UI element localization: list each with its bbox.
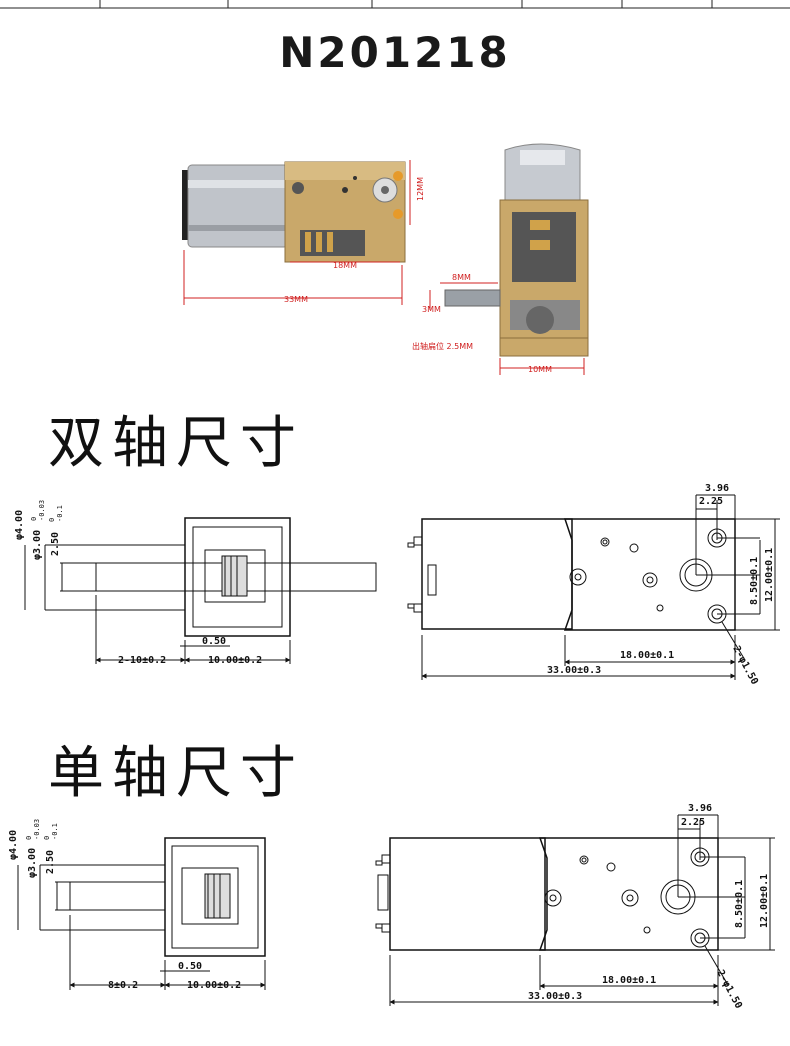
single-dim-a: 3.96 <box>688 803 712 814</box>
single-front-view <box>375 814 775 1006</box>
double-side-d2-tol-lower: -0.03 <box>38 500 46 521</box>
single-holes: 2-φ1.50 <box>714 968 744 1010</box>
single-dim-e: 18.00±0.1 <box>602 975 656 986</box>
product-title: N201218 <box>279 28 511 77</box>
single-side-view <box>17 837 266 990</box>
product-photos: 12MM 18MM 33MM 8MM 3MM 出轴扁位 2.5MM 10MM <box>182 143 589 375</box>
single-side-d2-tol-upper: 0 <box>25 836 33 840</box>
single-side-d1: φ4.00 <box>8 830 19 860</box>
gear-height-label: 12MM <box>416 177 425 201</box>
shaft-dia-label: 3MM <box>422 305 441 314</box>
double-side-d3-tol-lower: -0.1 <box>56 505 64 522</box>
single-box-len: 10.00±0.2 <box>187 980 241 991</box>
double-side-d3: 2.50 <box>50 532 61 556</box>
shaft-length-label: 8MM <box>452 273 471 282</box>
single-side-d3: 2.50 <box>45 850 56 874</box>
double-side-d2-tol-upper: 0 <box>30 517 38 521</box>
motor-photo-side: 12MM 18MM 33MM <box>182 160 425 305</box>
gearbox-width-label: 10MM <box>528 365 552 374</box>
motor-photo-front: 8MM 3MM 出轴扁位 2.5MM 10MM <box>412 143 589 375</box>
double-side-d3-tol-upper: 0 <box>48 518 56 522</box>
double-dim-c: 8.50±0.1 <box>749 557 760 605</box>
double-side-d2: φ3.00 <box>32 530 43 560</box>
gearbox-length-label: 18MM <box>333 261 357 270</box>
single-side-d2-tol-lower: -0.03 <box>33 819 41 840</box>
double-dim-a: 3.96 <box>705 483 729 494</box>
section-title-double: 双轴尺寸 <box>48 411 304 476</box>
double-dim-b: 2.25 <box>699 496 723 507</box>
single-side-d3-tol-lower: -0.1 <box>51 823 59 840</box>
double-side-d1: φ4.00 <box>14 510 25 540</box>
double-shaft-len: 2-10±0.2 <box>118 655 166 666</box>
single-dim-f: 33.00±0.3 <box>528 991 582 1002</box>
shaft-flat-label: 出轴扁位 2.5MM <box>412 341 473 351</box>
single-dim-c: 8.50±0.1 <box>734 880 745 928</box>
double-gap: 0.50 <box>202 636 226 647</box>
single-side-d2: φ3.00 <box>27 848 38 878</box>
double-front-view <box>407 494 780 680</box>
double-dim-d: 12.00±0.1 <box>764 548 775 602</box>
single-gap: 0.50 <box>178 961 202 972</box>
single-dim-b: 2.25 <box>681 817 705 828</box>
total-length-label: 33MM <box>284 295 308 304</box>
double-dim-e: 18.00±0.1 <box>620 650 674 661</box>
double-dim-f: 33.00±0.3 <box>547 665 601 676</box>
double-side-view <box>24 517 377 664</box>
single-side-d3-tol-upper: 0 <box>43 836 51 840</box>
section-title-single: 单轴尺寸 <box>48 741 304 806</box>
top-border <box>0 0 790 9</box>
single-shaft-len: 8±0.2 <box>108 980 138 991</box>
single-dim-d: 12.00±0.1 <box>759 874 770 928</box>
double-box-len: 10.00±0.2 <box>208 655 262 666</box>
